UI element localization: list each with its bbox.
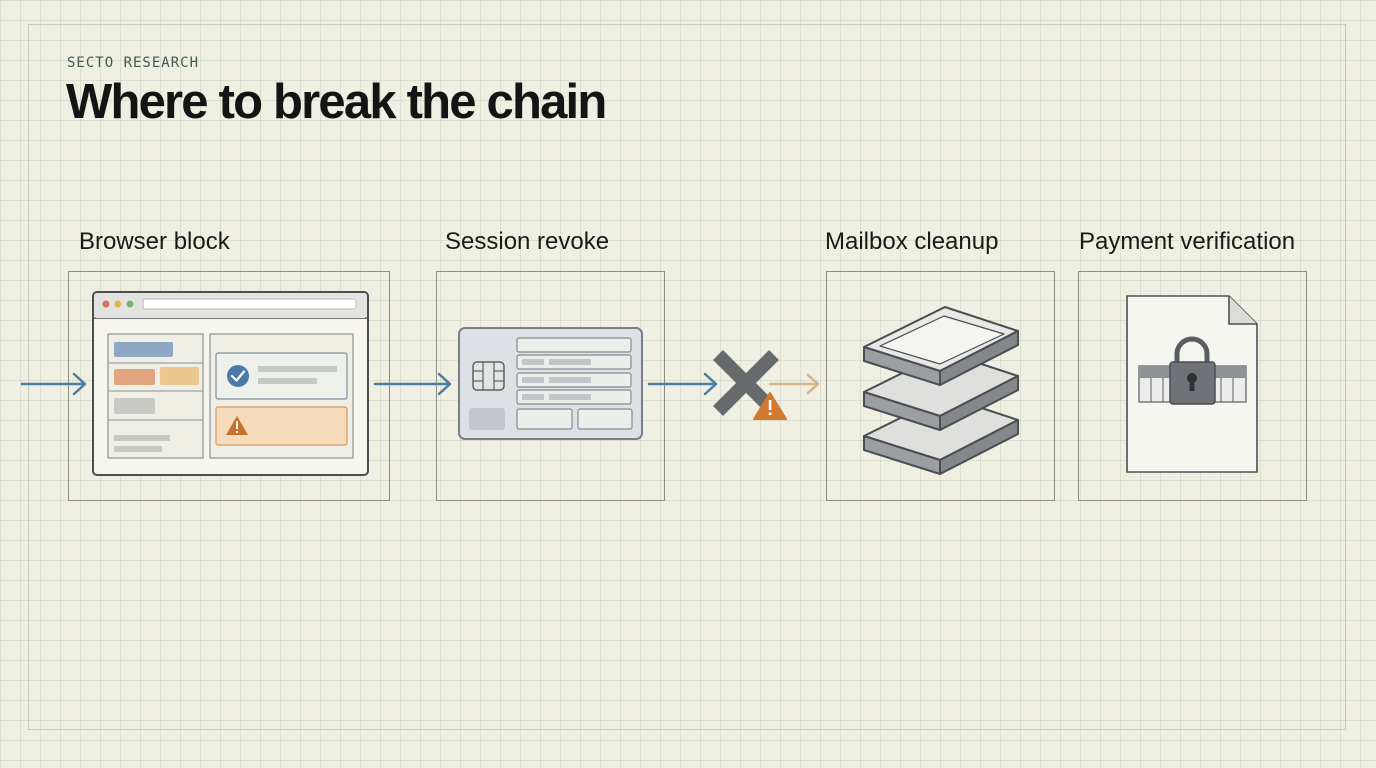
stage-label-session-revoke: Session revoke	[445, 228, 610, 255]
stage-box-mailbox-cleanup	[826, 271, 1055, 501]
stage-box-session-revoke	[436, 271, 665, 501]
id-card-icon	[458, 327, 643, 440]
stage-label-mailbox-cleanup: Mailbox cleanup	[825, 228, 999, 255]
locked-document-icon	[1126, 295, 1258, 473]
warning-icon	[753, 392, 787, 420]
brand-label: SECTO RESEARCH	[67, 55, 200, 71]
stage-box-payment-verification	[1078, 271, 1307, 501]
arrow-into-browser-block	[20, 372, 87, 396]
arrow-session-to-break	[647, 372, 718, 396]
page-title: Where to break the chain	[66, 75, 607, 129]
stage-box-browser-block	[68, 271, 390, 501]
stacked-trays-icon	[863, 306, 1019, 475]
page-frame	[28, 24, 1346, 730]
arrow-browser-to-session	[373, 372, 452, 396]
stage-label-payment-verification: Payment verification	[1079, 228, 1296, 255]
stage-label-browser-block: Browser block	[79, 228, 230, 255]
browser-window-icon	[92, 291, 369, 476]
faded-arrow-to-mailbox	[768, 373, 820, 395]
